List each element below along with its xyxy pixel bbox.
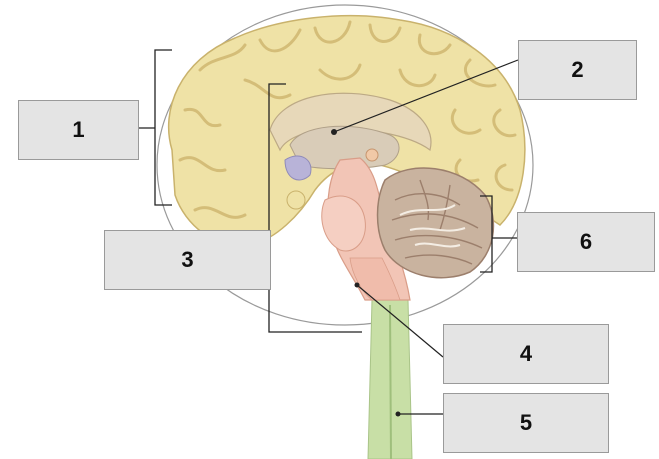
label-text-3: 3 [181, 247, 194, 272]
hypothalamus [284, 155, 312, 181]
label-box-4: 4 [443, 324, 609, 384]
leader-4 [356, 284, 444, 358]
label-text-2: 2 [571, 57, 584, 82]
cerebrum-gyri [178, 20, 517, 219]
label-box-1: 1 [18, 100, 139, 160]
spinal-cord-center-line [389, 304, 392, 459]
head-outline [156, 4, 534, 326]
cerebellum-folia [391, 179, 483, 265]
label-box-6: 6 [517, 212, 655, 272]
pineal-gland [365, 148, 379, 162]
label-text-1: 1 [72, 117, 85, 142]
bracket-1 [139, 49, 172, 206]
bracket-6 [480, 195, 517, 273]
label-box-3: 3 [104, 230, 271, 290]
pituitary-gland [286, 190, 306, 210]
arbor-vitae [399, 204, 466, 248]
label-box-5: 5 [443, 393, 609, 453]
label-text-4: 4 [519, 341, 533, 366]
label-text-6: 6 [579, 229, 593, 254]
leader-5-point [395, 411, 401, 417]
leader-4-point [354, 282, 360, 288]
label-text-5: 5 [519, 410, 533, 435]
leader-2 [333, 59, 519, 133]
label-box-2: 2 [518, 40, 637, 100]
pons [321, 195, 366, 252]
